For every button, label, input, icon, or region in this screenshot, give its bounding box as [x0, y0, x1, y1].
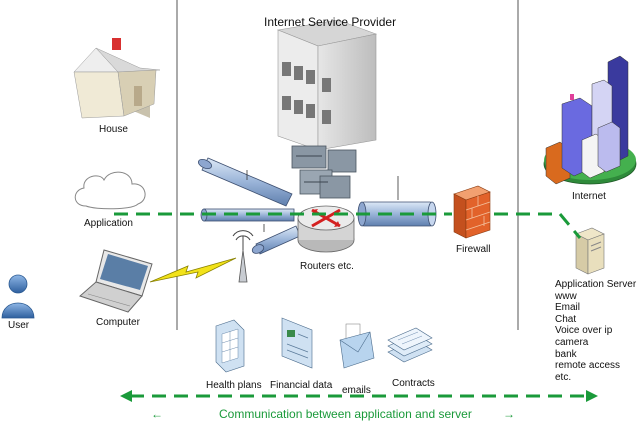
- house-icon: [73, 38, 161, 119]
- isp-building-icon: [276, 19, 378, 151]
- user-icon: [1, 274, 35, 319]
- report-document-icon: [281, 317, 313, 369]
- communication-arrow: [120, 390, 598, 402]
- user-label: User: [8, 320, 30, 331]
- computer-label: Computer: [96, 317, 140, 328]
- service-item: bank: [555, 348, 577, 360]
- antenna-icon: [232, 230, 254, 283]
- right-arrow-glyph: →: [503, 407, 515, 421]
- house-label: House: [99, 124, 128, 135]
- firewall-label: Firewall: [456, 244, 491, 255]
- isp-title: Internet Service Provider: [264, 15, 397, 29]
- service-item: camera: [555, 336, 589, 348]
- left-arrow-glyph: ←: [151, 407, 163, 421]
- service-item: Email: [555, 302, 581, 314]
- internet-label: Internet: [572, 191, 606, 202]
- health-plans-label: Health plans: [206, 380, 262, 391]
- service-item: www: [555, 290, 577, 302]
- communication-path: [114, 212, 582, 239]
- laptop-icon: [79, 249, 153, 313]
- contracts-stack-icon: [387, 327, 433, 363]
- cloud-icon: [74, 171, 146, 210]
- service-item: etc.: [555, 371, 572, 383]
- link-pipe-lower: [251, 225, 301, 255]
- application-server-label: Application Server: [555, 279, 637, 290]
- application-server-details: Application Server www Email Chat Voice …: [555, 279, 636, 383]
- firewall-icon: [453, 185, 491, 239]
- wireless-link-icon: [149, 257, 237, 283]
- service-item: Chat: [555, 313, 577, 325]
- emails-label: emails: [342, 385, 371, 396]
- spreadsheet-document-icon: [215, 319, 245, 373]
- service-item: remote access: [555, 360, 621, 372]
- application-label: Application: [84, 218, 133, 229]
- financial-data-label: Financial data: [270, 380, 333, 391]
- contracts-label: Contracts: [392, 378, 435, 389]
- email-envelope-icon: [339, 323, 375, 369]
- router-icon: [297, 205, 355, 253]
- service-item: Voice over ip: [555, 325, 613, 337]
- routers-label: Routers etc.: [300, 261, 354, 272]
- link-pipe-upper: [198, 157, 293, 207]
- application-server-icon: [575, 227, 605, 275]
- communication-caption: Communication between application and se…: [219, 407, 472, 421]
- server-racks-icon: [291, 145, 357, 199]
- internet-city-icon: [543, 55, 637, 185]
